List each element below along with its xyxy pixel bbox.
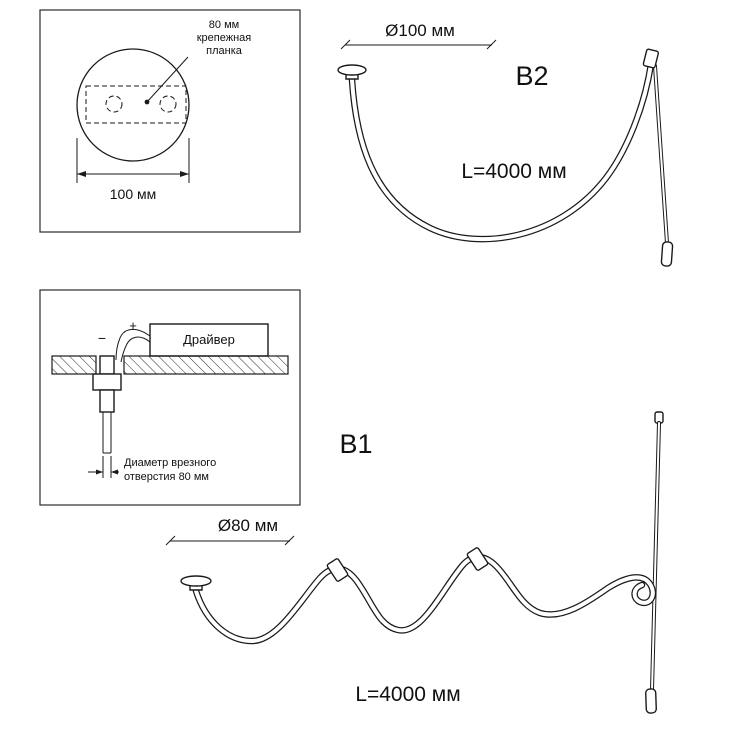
hole-dim-arrow-right [111, 469, 118, 475]
mounting-plate-outline [85, 85, 187, 124]
mount-hole-right [159, 95, 177, 113]
plus-label: + [129, 318, 137, 333]
b2-ceiling-canopy [337, 64, 367, 76]
wire-minus [120, 336, 151, 363]
mount-flange [92, 373, 122, 391]
b1-ceiling-canopy [180, 575, 212, 587]
hole-dim-arrow-left [96, 469, 103, 475]
b2-dim-tick-right [486, 39, 497, 50]
b2-dim-tick-left [340, 39, 351, 50]
b1-variant-label: B1 [339, 429, 372, 459]
b2-diameter-dim: Ø100 мм [385, 21, 455, 40]
driver-box [149, 323, 269, 357]
b1-dim-tick-left [165, 535, 176, 546]
b2-flex-tube [348, 60, 655, 243]
b2-variant-label: B2 [515, 61, 548, 91]
plate-label-line2: крепежная [197, 32, 252, 44]
b1-end-cap [645, 688, 657, 714]
variant-b1-drawing: B1 Ø80 мм L=4000 мм [165, 411, 664, 714]
panel-border [39, 9, 301, 233]
hole-label-line1: Диаметр врезного [124, 457, 216, 469]
ceiling-slab-right [123, 355, 289, 375]
b1-flex-tube [192, 553, 657, 645]
b1-connector-1 [326, 558, 349, 582]
wire-plus [115, 329, 151, 361]
b2-end-cap [660, 241, 674, 267]
ceiling-mount-section-panel: Драйвер + − Диаметр врезного отверстия 8… [39, 289, 301, 506]
dim-arrow-left [77, 171, 86, 177]
b2-top-connector [642, 48, 660, 69]
variant-b2-drawing: Ø100 мм B2 L=4000 мм [337, 21, 674, 267]
leader-line [146, 56, 189, 103]
b2-suspension-wire-inner [654, 65, 668, 244]
b1-length-label: L=4000 мм [355, 683, 460, 706]
hole-label-line2: отверстия 80 мм [124, 471, 209, 483]
b2-flex-tube-inner [350, 62, 653, 242]
driver-label: Драйвер [183, 332, 235, 347]
mount-hole-left [105, 95, 123, 113]
plate-label-line3: планка [206, 45, 243, 57]
b1-dim-tick-right [284, 535, 295, 546]
mount-through-hole [99, 355, 115, 375]
b2-length-label: L=4000 мм [461, 160, 566, 183]
b1-diameter-dim: Ø80 мм [218, 516, 278, 535]
b1-suspension-wire-inner [651, 422, 660, 691]
b1-connector-2 [466, 547, 489, 571]
canopy-top-view-panel: 80 мм крепежная планка 100 мм [39, 9, 301, 233]
ceiling-slab-left [51, 355, 97, 375]
minus-label: − [98, 330, 106, 346]
mount-stem [99, 389, 115, 413]
plate-label-line1: 80 мм [209, 19, 239, 31]
canopy-circle [76, 48, 190, 162]
dim-arrow-right [180, 171, 189, 177]
canopy-width-dim: 100 мм [110, 186, 157, 202]
b1-flex-tube-inner [194, 555, 655, 644]
